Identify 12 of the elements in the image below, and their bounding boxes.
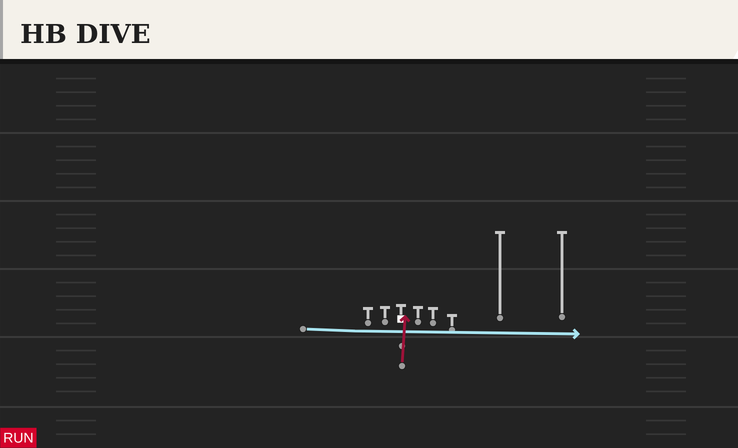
title-banner: HB DIVE	[0, 0, 738, 59]
block-line	[557, 231, 567, 314]
block-line	[363, 307, 373, 320]
block-line	[428, 307, 438, 320]
route-arrow	[306, 328, 580, 340]
route-arrow	[399, 314, 410, 362]
block-line	[413, 306, 423, 318]
block-line	[380, 306, 390, 318]
block-line	[447, 314, 457, 326]
play-type-badge: RUN	[0, 428, 37, 448]
block-line	[396, 304, 406, 315]
block-line	[495, 231, 505, 314]
